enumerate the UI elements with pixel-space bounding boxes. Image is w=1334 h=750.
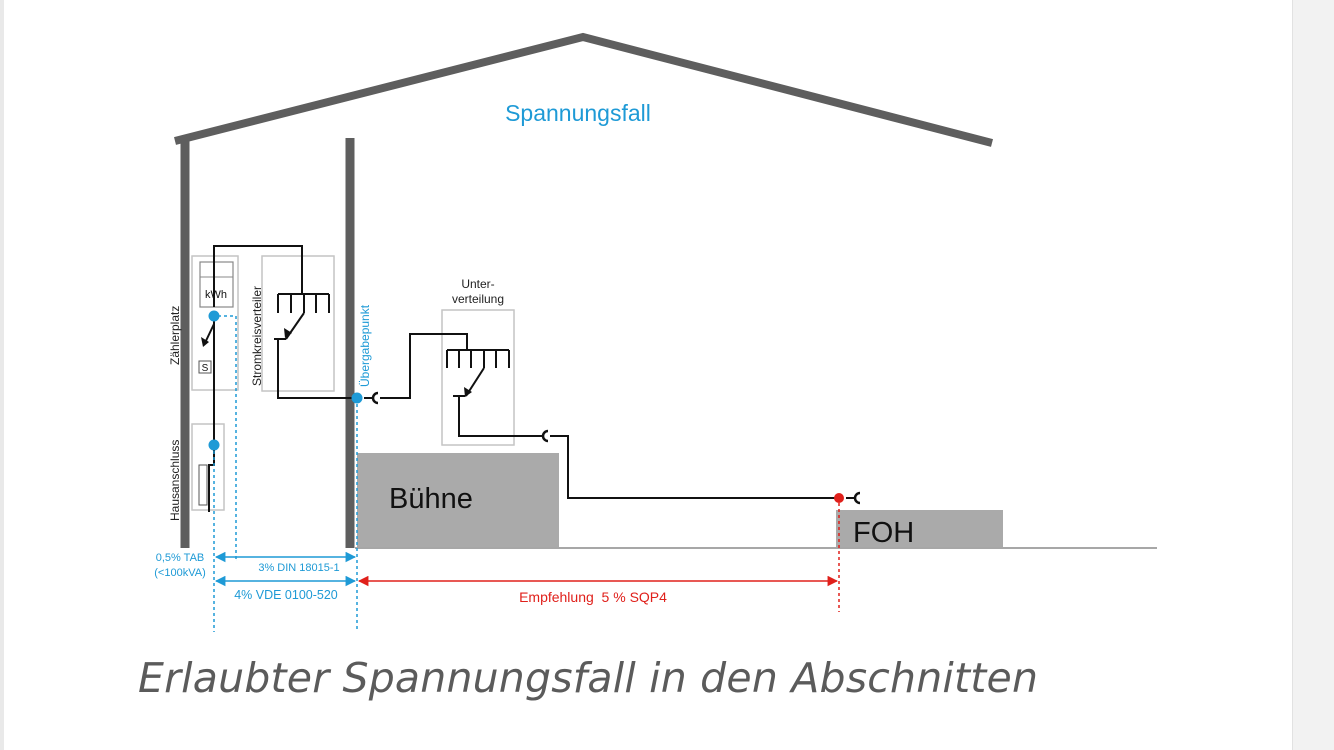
circuit-distributor-box (261, 255, 335, 392)
foh-point (834, 493, 844, 503)
roof (174, 32, 994, 147)
foh-label: FOH (853, 517, 914, 549)
uebergabepunkt-label: Übergabepunkt (358, 304, 372, 387)
voltage-drop-diagram: Spannungsfall Bühne FOH kWh S (154, 32, 1157, 632)
sub-distributor-box (441, 309, 515, 446)
stage-label: Bühne (389, 483, 473, 515)
diagram-title: Spannungsfall (505, 100, 651, 126)
socket-leads (364, 397, 856, 499)
unterverteilung-label-line2: verteilung (452, 292, 504, 306)
kwh-meter (199, 261, 234, 308)
house-fuse (198, 464, 208, 506)
switch-arrows (201, 328, 472, 397)
house-point (208, 439, 220, 451)
stromkreisverteiler-label: Stromkreisverteiler (250, 286, 264, 386)
tab-label-line1: 0,5% TAB (156, 552, 205, 564)
figure-caption: Erlaubter Spannungsfall in den Abschnitt… (138, 654, 1039, 702)
hausanschluss-label: Hausanschluss (168, 440, 182, 521)
din-label: 3% DIN 18015-1 (258, 562, 339, 574)
unterverteilung-label-line1: Unter- (461, 277, 494, 291)
zaehlerplatz-label: Zählerplatz (168, 306, 182, 365)
blue-dashed-lines (213, 315, 358, 632)
transfer-point (351, 392, 363, 404)
s-label: S (202, 363, 209, 374)
sqp4-label: Empfehlung 5 % SQP4 (519, 589, 667, 605)
vde-label: 4% VDE 0100-520 (234, 588, 338, 602)
foh-block (836, 510, 1003, 547)
meter-point (208, 310, 220, 322)
tab-label-line2: (<100kVA) (154, 567, 205, 579)
s-box (198, 360, 212, 374)
stage-block (357, 453, 559, 547)
scrollbar-track[interactable] (1292, 0, 1334, 750)
kwh-label: kWh (205, 289, 227, 301)
left-edge (0, 0, 4, 750)
